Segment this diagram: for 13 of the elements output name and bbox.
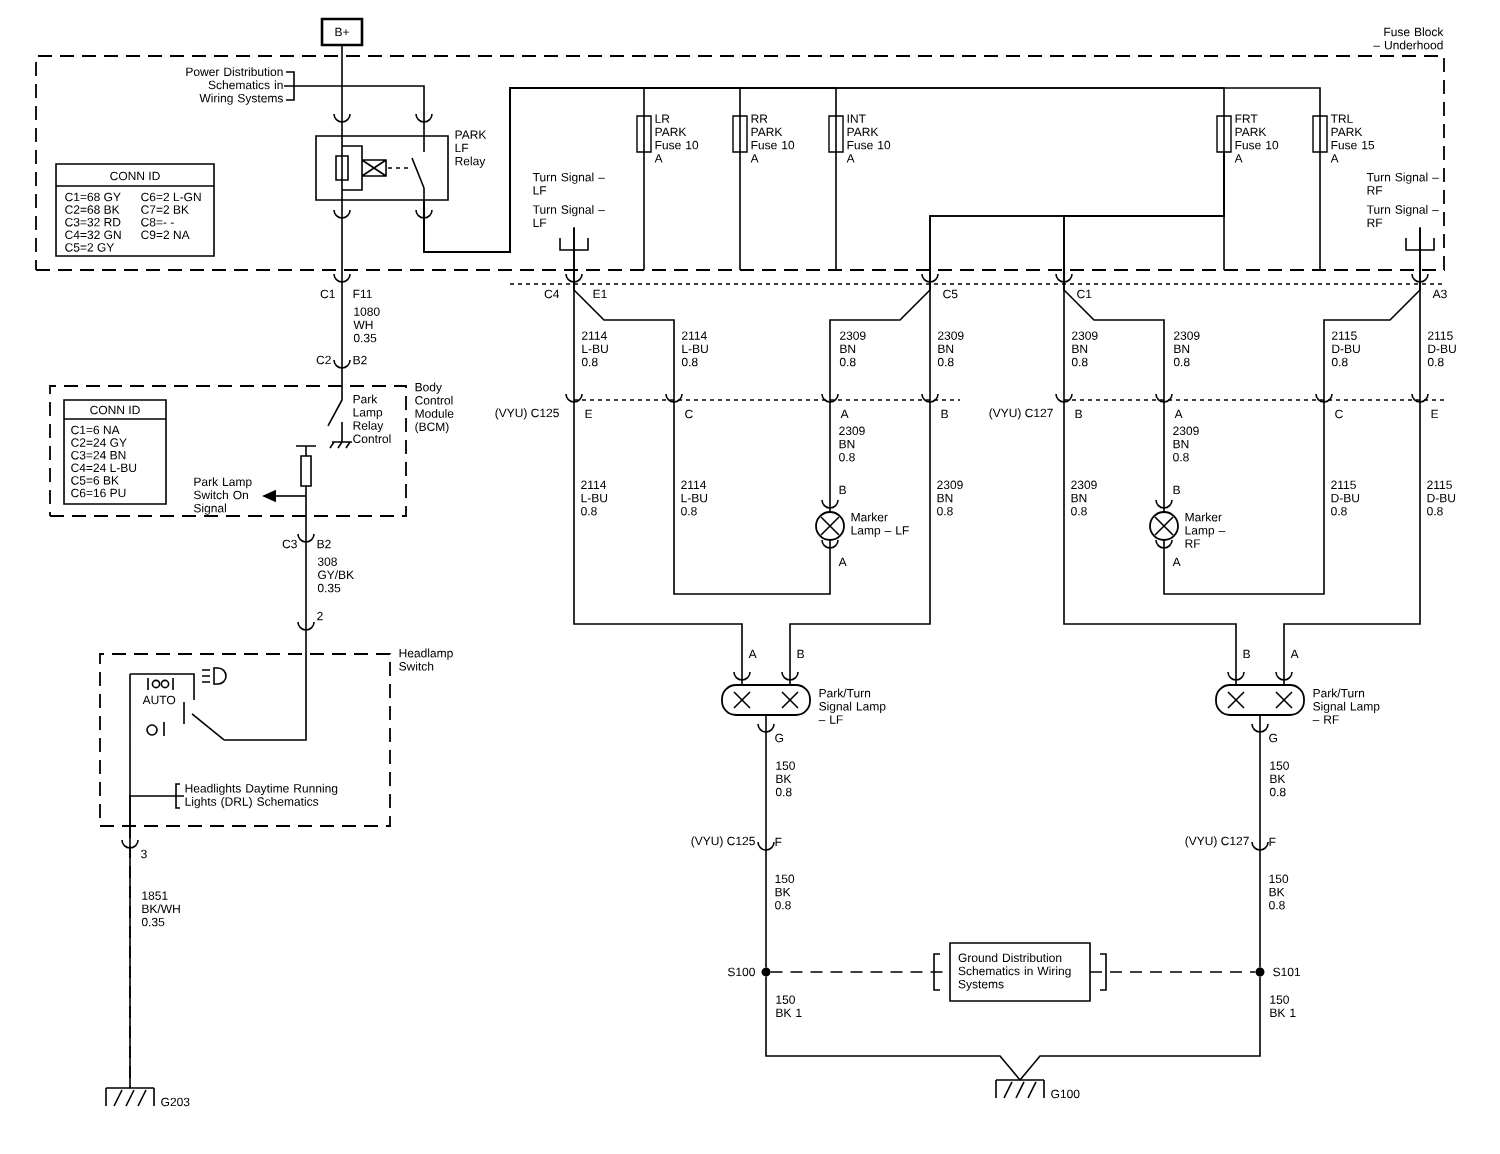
wire xyxy=(1089,971,1257,973)
wire xyxy=(1283,226,1421,686)
wire xyxy=(765,714,767,969)
wire xyxy=(1019,975,1261,1081)
wire xyxy=(573,226,831,595)
wire xyxy=(129,795,185,1089)
wire xyxy=(283,85,425,137)
wire xyxy=(765,975,1021,1081)
wire xyxy=(1063,151,1225,513)
wire xyxy=(305,515,307,655)
wire xyxy=(1259,714,1261,969)
wire xyxy=(341,199,343,387)
wire xyxy=(341,44,343,137)
